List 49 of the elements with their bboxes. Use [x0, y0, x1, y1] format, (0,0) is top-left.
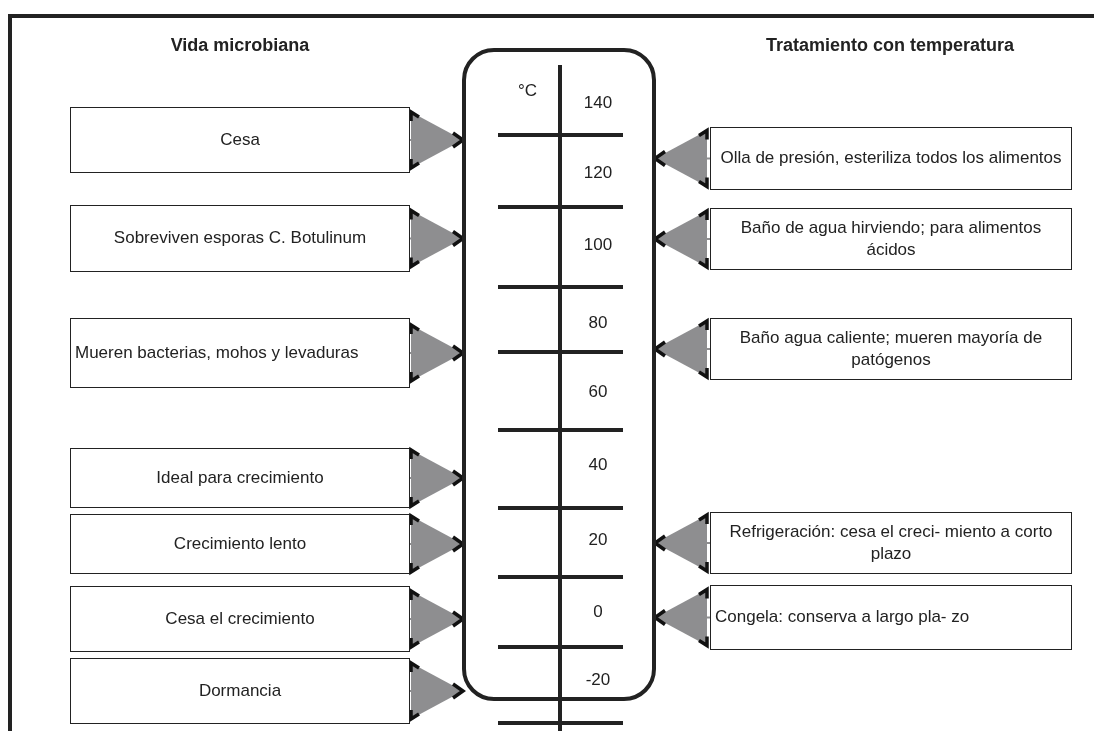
- unit-label: °C: [518, 80, 538, 102]
- arrow: [409, 110, 465, 170]
- text-box: [710, 585, 1072, 650]
- box-text: Dormancia: [198, 679, 282, 702]
- box-text: Baño agua caliente; mueren mayoría de patógenos: [738, 326, 1044, 371]
- text-box: [70, 658, 410, 724]
- text-box: [70, 586, 410, 652]
- box-text: Olla de presión, esteriliza todos los alimentos: [720, 147, 1062, 170]
- arrow: [409, 208, 465, 269]
- arrow: [653, 513, 711, 573]
- scale-number: -20: [585, 670, 611, 690]
- text-box: [70, 448, 410, 508]
- box-text: Sobreviven esporas C. Botulinum: [113, 227, 367, 250]
- arrow: [409, 323, 465, 383]
- arrow: [653, 587, 711, 648]
- arrow: [409, 448, 465, 508]
- text-box: [70, 107, 410, 173]
- scale-number: 40: [588, 455, 608, 475]
- box-text: Cesa: [220, 128, 260, 151]
- box-text: Baño de agua hirviendo; para alimentos ácidos: [739, 216, 1043, 261]
- text-box: [710, 318, 1072, 380]
- scale-number: 120: [583, 163, 613, 183]
- scale-number: 20: [588, 530, 608, 550]
- arrow: [409, 514, 465, 574]
- thermometer-box: [462, 48, 656, 701]
- text-box: [70, 205, 410, 272]
- text-box: [710, 208, 1072, 270]
- box-text: Cesa el crecimiento: [165, 607, 315, 630]
- scale-number: 140: [583, 93, 613, 113]
- box-text: Ideal para crecimiento: [156, 466, 324, 489]
- text-box: [70, 318, 410, 388]
- box-text: Mueren bacterias, mohos y levaduras: [75, 341, 359, 364]
- box-text: Crecimiento lento: [173, 532, 307, 555]
- arrow: [409, 589, 465, 649]
- box-text: Congela: conserva a largo pla- zo: [715, 606, 970, 629]
- column-heading: Tratamiento con temperatura: [765, 34, 1015, 56]
- text-box: [710, 127, 1072, 190]
- scale-number: 60: [588, 382, 608, 402]
- scale-number: 100: [583, 235, 613, 255]
- scale-number: 80: [588, 313, 608, 333]
- arrow: [653, 319, 711, 379]
- arrow: [653, 209, 711, 269]
- box-text: Refrigeración: cesa el creci- miento a corto plazo: [728, 520, 1054, 565]
- text-box: [70, 514, 410, 574]
- scale-number: 0: [593, 602, 603, 622]
- arrow: [409, 661, 465, 721]
- text-box: [710, 512, 1072, 574]
- arrow: [653, 128, 711, 189]
- column-heading: Vida microbiana: [170, 34, 310, 56]
